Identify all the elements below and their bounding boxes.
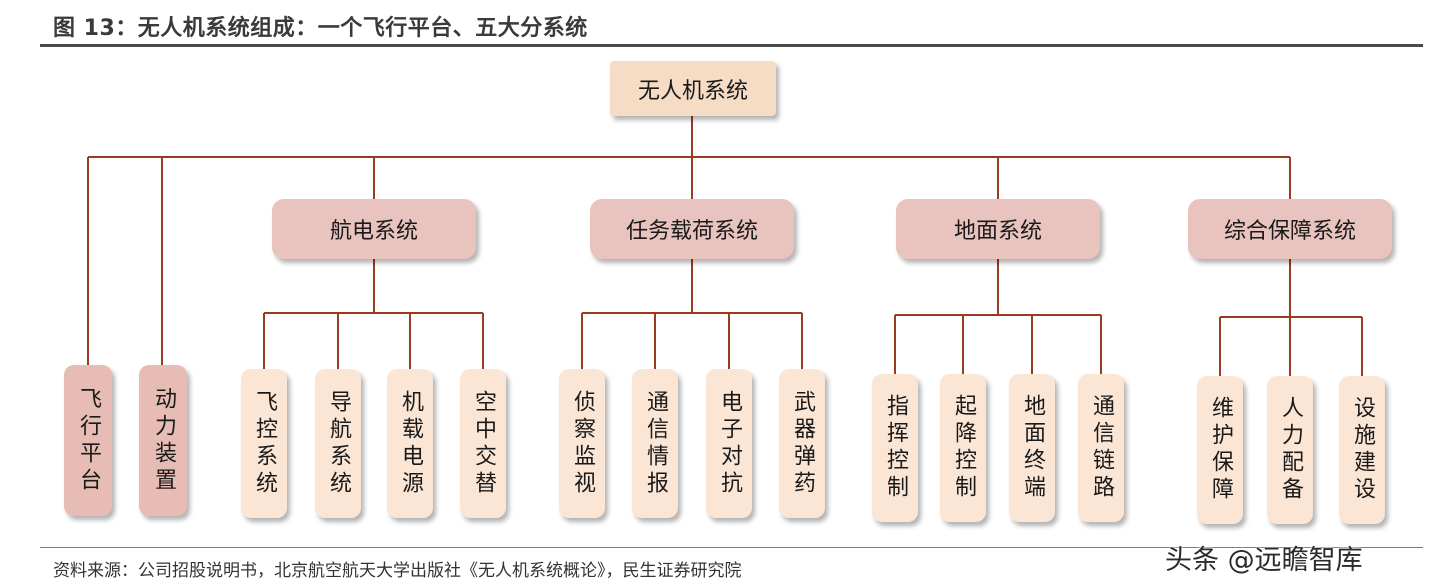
leaf-label: 侦察监视: [570, 389, 595, 498]
subsystem-label: 地面系统: [953, 219, 1042, 244]
figure-title: 图 13：无人机系统组成：一个飞行平台、五大分系统: [53, 16, 588, 41]
root-label: 无人机系统: [637, 78, 748, 104]
leaf-label: 导航系统: [326, 389, 351, 498]
footer-divider: [40, 547, 1423, 548]
leaf-label: 飞控系统: [252, 389, 277, 498]
leaf-command-control: 指挥控制: [872, 374, 918, 522]
source-note: 资料来源：公司招股说明书，北京航空航天大学出版社《无人机系统概论》，民生证券研究…: [53, 561, 742, 581]
leaf-navigation: 导航系统: [315, 369, 361, 518]
leaf-staffing: 人力配备: [1267, 376, 1313, 524]
leaf-facilities: 设施建设: [1339, 376, 1385, 524]
leaf-reconnaissance: 侦察监视: [559, 369, 605, 518]
leaf-label: 设施建设: [1350, 396, 1375, 504]
leaf-air-handover: 空中交替: [460, 369, 506, 518]
subsystem-mission-payload: 任务载荷系统: [590, 199, 794, 259]
subsystem-label: 综合保障系统: [1223, 219, 1356, 244]
leaf-maintenance: 维护保障: [1197, 376, 1243, 524]
power-unit-node: 动力装置: [139, 365, 187, 516]
watermark: 头条 @远瞻智库: [1165, 545, 1363, 576]
leaf-label: 通信链路: [1089, 394, 1114, 502]
leaf-electronic-warfare: 电子对抗: [706, 369, 752, 518]
leaf-comms-intel: 通信情报: [632, 369, 678, 518]
subsystem-label: 任务载荷系统: [625, 219, 758, 244]
leaf-label: 空中交替: [471, 389, 496, 498]
leaf-flight-control: 飞控系统: [241, 369, 287, 518]
root-node: 无人机系统: [610, 61, 776, 116]
leaf-label: 通信情报: [643, 389, 668, 498]
subsystem-support: 综合保障系统: [1188, 199, 1392, 259]
leaf-label: 机载电源: [398, 389, 423, 498]
power-unit-label: 动力装置: [151, 386, 176, 495]
leaf-label: 地面终端: [1020, 394, 1045, 502]
leaf-label: 起降控制: [951, 394, 976, 502]
leaf-weapons: 武器弹药: [779, 369, 825, 518]
leaf-label: 电子对抗: [717, 389, 742, 498]
flight-platform-label: 飞行平台: [76, 386, 101, 495]
subsystem-ground: 地面系统: [896, 199, 1100, 259]
leaf-comm-link: 通信链路: [1078, 374, 1124, 522]
leaf-ground-terminal: 地面终端: [1009, 374, 1055, 522]
leaf-label: 指挥控制: [883, 394, 908, 502]
leaf-launch-recovery: 起降控制: [940, 374, 986, 522]
title-divider: [40, 44, 1423, 47]
leaf-label: 人力配备: [1278, 396, 1303, 504]
leaf-label: 维护保障: [1208, 396, 1233, 504]
subsystem-label: 航电系统: [329, 219, 418, 244]
flight-platform-node: 飞行平台: [64, 365, 112, 516]
subsystem-avionics: 航电系统: [272, 199, 476, 259]
leaf-label: 武器弹药: [790, 389, 815, 498]
leaf-onboard-power: 机载电源: [387, 369, 433, 518]
